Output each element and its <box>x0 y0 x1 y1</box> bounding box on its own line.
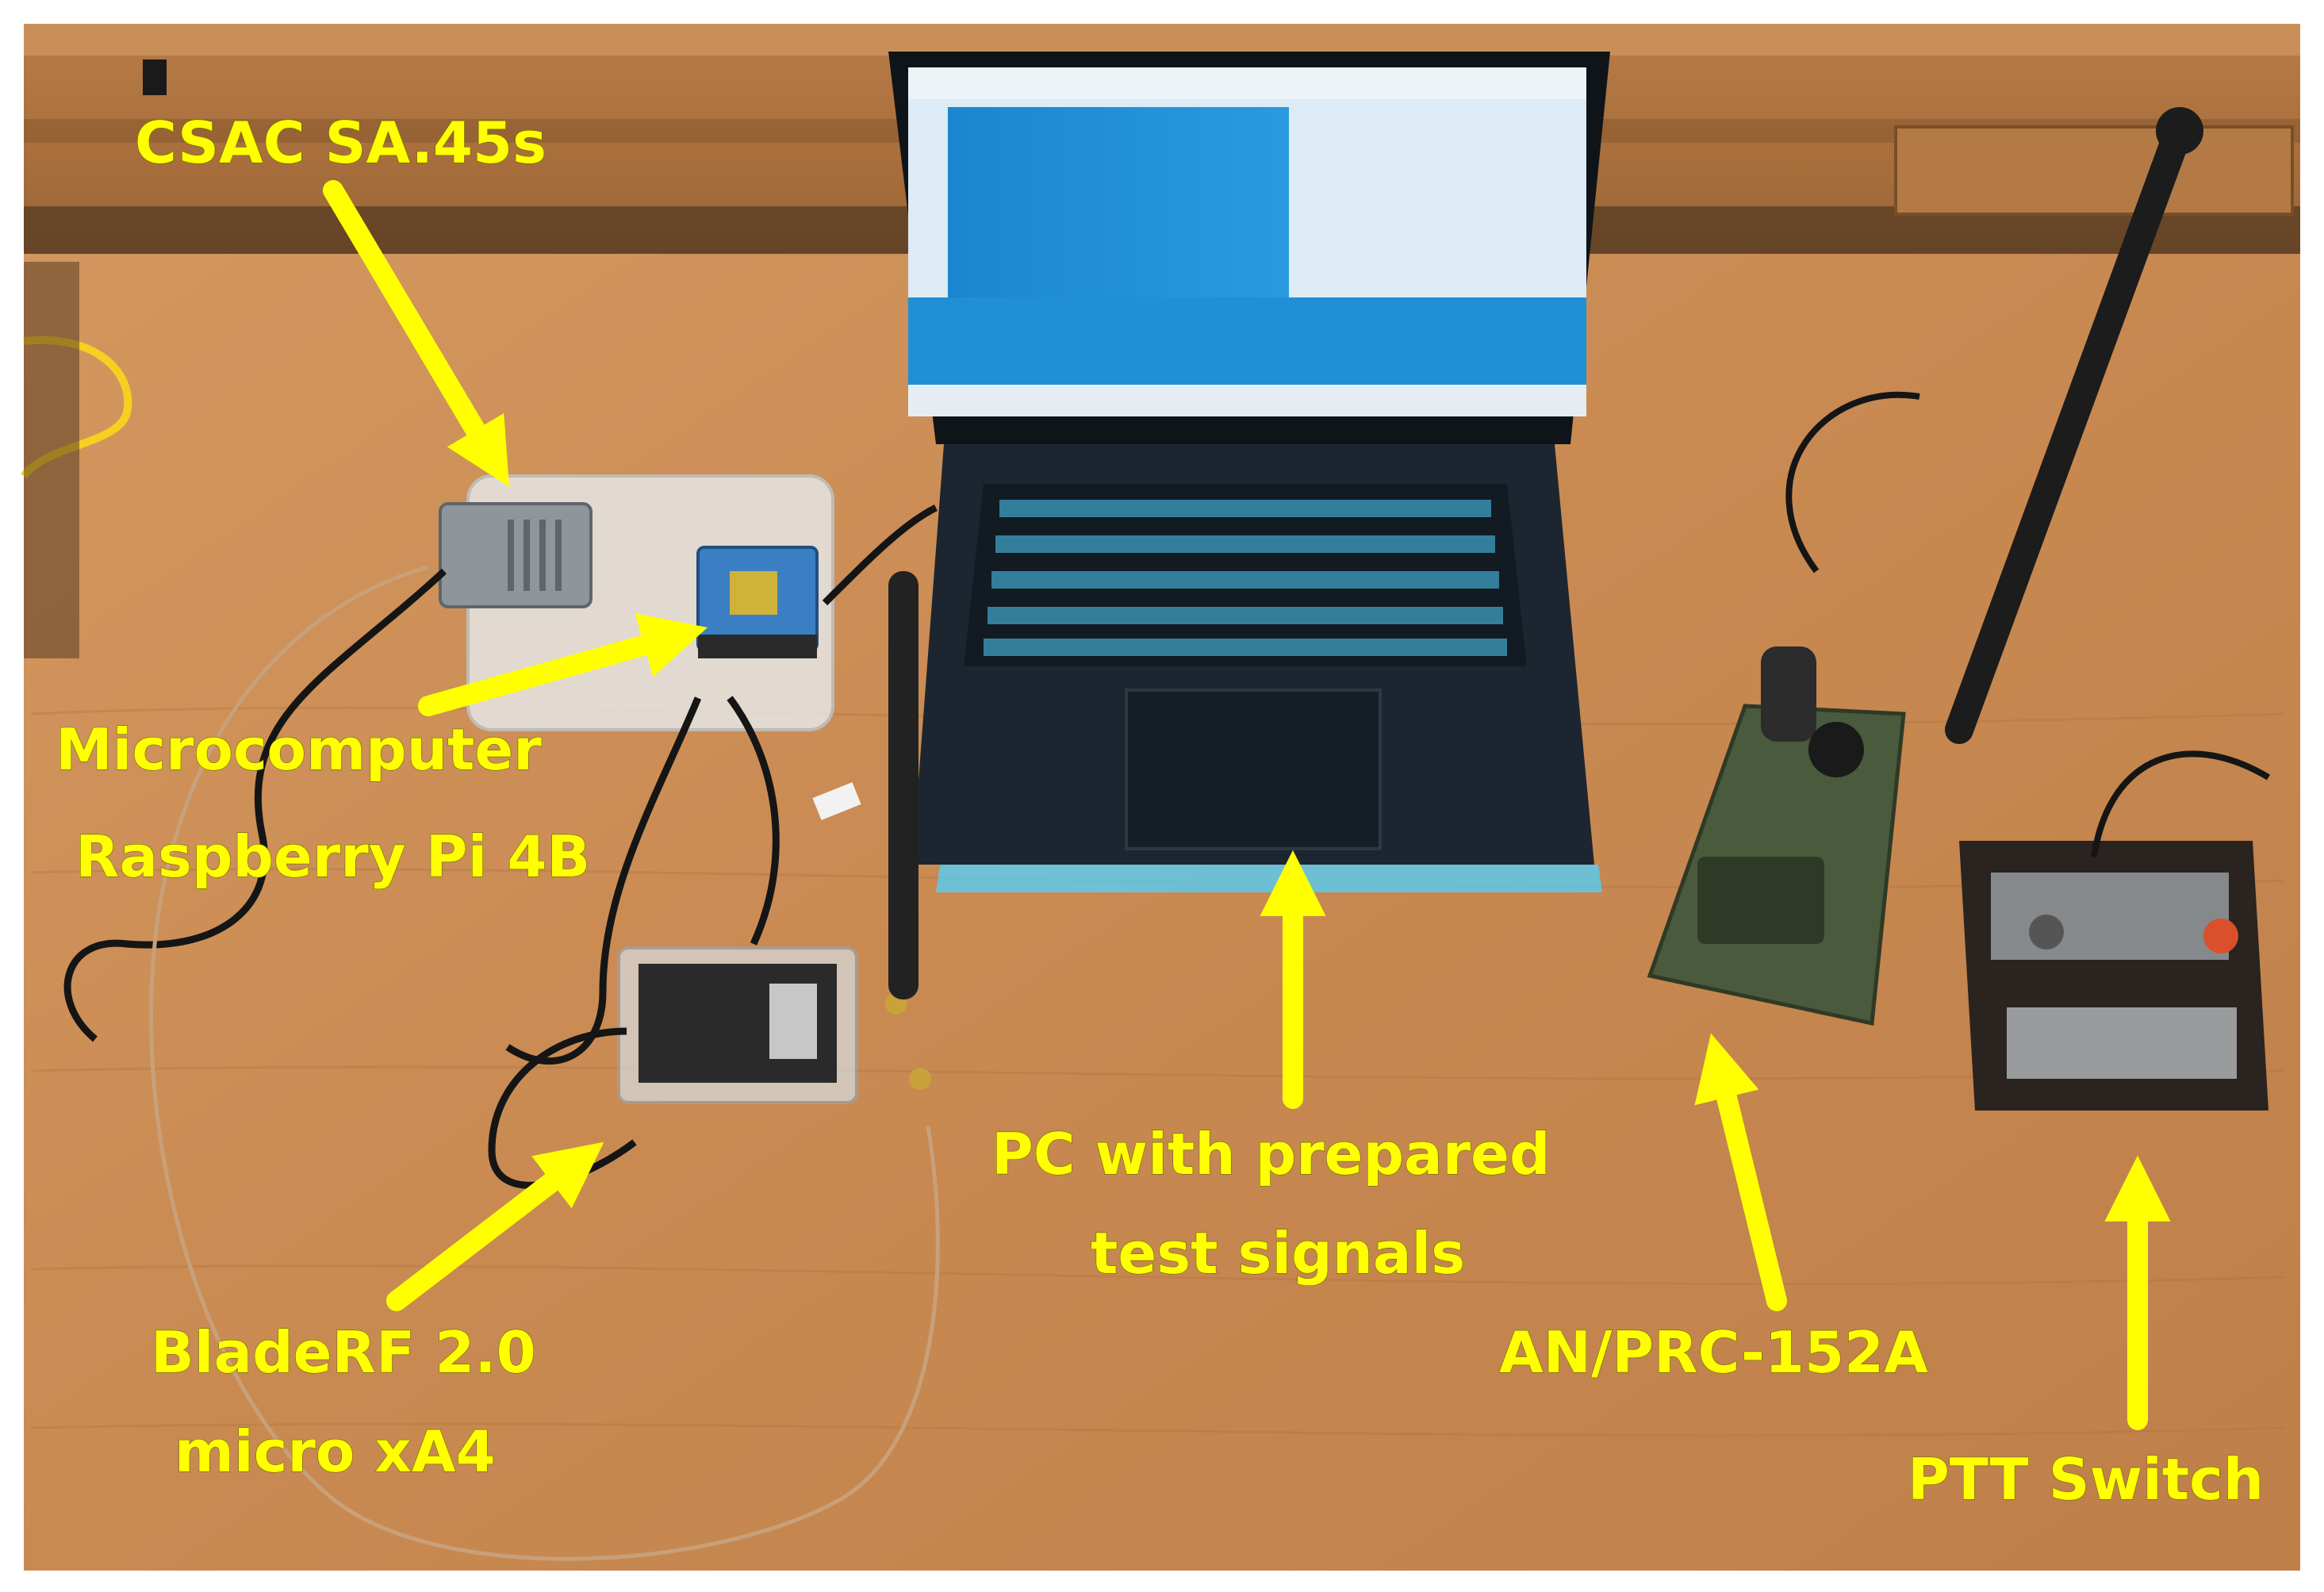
label-ptt: PTT Switch <box>1908 1446 2264 1513</box>
usb-cables <box>63 504 938 1189</box>
label-bladerf-line1: BladeRF 2.0 <box>151 1319 536 1386</box>
ptt-switch-box <box>1959 750 2271 1111</box>
arrow-radio <box>1694 1033 1787 1311</box>
annotation-arrows <box>323 180 2171 1430</box>
an-prc-152a-radio <box>1647 107 2203 1026</box>
arrow-raspberry-pi <box>418 613 708 716</box>
wall-plug <box>143 59 167 95</box>
label-radio: AN/PRC-152A <box>1499 1319 1928 1386</box>
annotation-labels: CSAC SA.45s Microcomputer Raspberry Pi 4… <box>55 109 2264 1513</box>
label-csac: CSAC SA.45s <box>135 109 546 176</box>
screen-panel-blue <box>908 297 1586 385</box>
sdr-antenna <box>888 571 918 999</box>
screen-window-blue <box>948 107 1289 297</box>
coax-cable <box>149 565 940 1561</box>
raspberry-pi-board <box>696 546 819 658</box>
arrow-bladerf <box>386 1141 604 1311</box>
csac-module <box>439 502 593 608</box>
photo-frame <box>21 24 2300 1571</box>
label-pc-line1: PC with prepared <box>991 1121 1551 1187</box>
arrow-csac <box>323 180 510 487</box>
label-pc-line2: test signals <box>1091 1220 1465 1287</box>
keyboard-keys <box>984 500 1507 656</box>
radio-antenna <box>1945 121 2192 744</box>
label-microcomputer-line1: Microcomputer <box>56 716 542 783</box>
laptop <box>888 52 1610 892</box>
label-microcomputer-line2: Raspberry Pi 4B <box>75 823 590 890</box>
label-bladerf-line2: micro xA4 <box>174 1418 496 1485</box>
white-plug <box>812 782 861 820</box>
bladerf-sdr <box>617 946 931 1104</box>
laptop-glow-edge <box>936 865 1602 892</box>
touchpad <box>1125 689 1382 850</box>
